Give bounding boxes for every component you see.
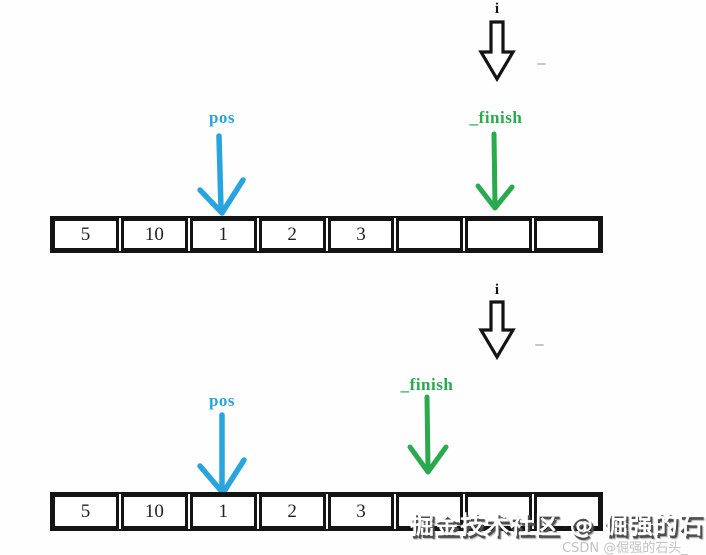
- finish-arrow-icon-step1: [475, 131, 515, 211]
- finish-label-step2: _finish: [400, 375, 454, 394]
- array-cell: 3: [327, 494, 395, 529]
- stray-dash: [537, 63, 546, 65]
- array-cell: 10: [120, 218, 188, 251]
- i-hollow-arrow-icon-step2: [478, 300, 516, 360]
- array-cell: 5: [52, 218, 119, 251]
- array-cell: [534, 218, 601, 251]
- array-cell: [396, 494, 464, 529]
- array-cell: [465, 218, 533, 251]
- i-hollow-arrow-icon-step1: [478, 20, 516, 82]
- i-label-step2: i: [494, 282, 500, 298]
- array-cell: 1: [189, 494, 257, 529]
- array-cell: [465, 494, 533, 529]
- array-cell: [396, 218, 464, 251]
- watermark-sub: CSDN @倔强的石头_: [562, 541, 688, 555]
- array-cell: 3: [327, 218, 395, 251]
- stray-dash: [535, 344, 544, 346]
- pos-arrow-icon-step2: [197, 412, 247, 496]
- pos-arrow-icon-step1: [197, 133, 246, 216]
- watermark-main: 掘金技术社区 @ 倔强的石头: [410, 511, 706, 539]
- array-cell: 5: [52, 494, 119, 529]
- array-cell: 1: [189, 218, 257, 251]
- pos-label-step2: pos: [208, 391, 236, 410]
- array-cell: 2: [258, 494, 326, 529]
- array-cell: 2: [258, 218, 326, 251]
- finish-arrow-icon-step2: [407, 394, 449, 475]
- array-cell: 10: [120, 494, 188, 529]
- i-label-step1: i: [494, 1, 500, 17]
- finish-label-step1: _finish: [469, 108, 523, 127]
- array-cell: [534, 494, 601, 529]
- pos-label-step1: pos: [208, 108, 236, 127]
